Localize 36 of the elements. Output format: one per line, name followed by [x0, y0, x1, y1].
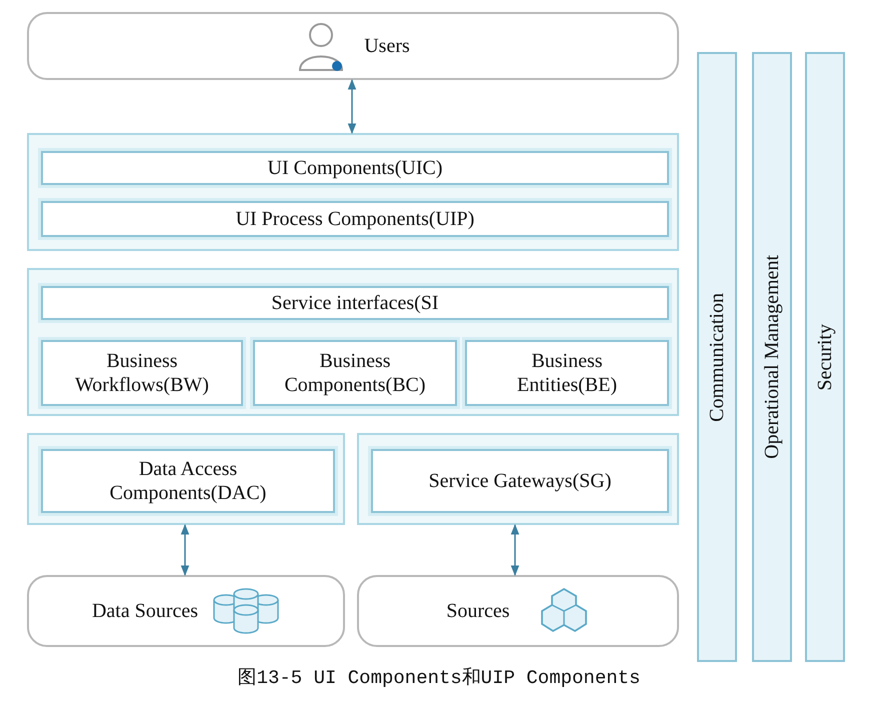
component-label: Business Entities(BE) [516, 349, 618, 397]
component-label: Business Workflows(BW) [74, 349, 210, 397]
component-label: Security [813, 324, 837, 390]
component-label: Users [364, 34, 410, 58]
component-label: Service interfaces(SI [271, 291, 439, 315]
vertical-bar [697, 52, 737, 662]
component-label: UI Process Components(UIP) [236, 207, 474, 231]
vertical-bar [752, 52, 792, 662]
component-label: Sources [446, 599, 510, 623]
component-label: Communication [705, 292, 729, 422]
double-arrow [510, 524, 520, 576]
layer-panel [27, 268, 679, 416]
component-label: UI Components(UIC) [268, 156, 442, 180]
component-box [41, 201, 669, 237]
data-source-box [27, 575, 345, 647]
component-box [371, 449, 669, 513]
double-arrow [348, 78, 356, 134]
component-box [41, 286, 669, 320]
data-source-box [357, 575, 679, 647]
component-label: Data Access Components(DAC) [108, 457, 268, 505]
component-label: Operational Management [760, 255, 784, 459]
figure-caption: 图13-5 UI Components和UIP Components [236, 666, 642, 690]
double-arrow [180, 524, 190, 576]
component-label: Data Sources [92, 599, 198, 623]
component-label: Service Gateways(SG) [428, 469, 612, 493]
component-label: Business Components(BC) [283, 349, 427, 397]
component-box [465, 340, 669, 406]
component-box [41, 449, 335, 513]
component-box [41, 340, 243, 406]
layer-panel [357, 433, 679, 525]
layer-panel [27, 133, 679, 251]
layer-panel [27, 433, 345, 525]
component-box [253, 340, 457, 406]
actor-box [27, 12, 679, 80]
component-box [41, 151, 669, 185]
vertical-bar [805, 52, 845, 662]
